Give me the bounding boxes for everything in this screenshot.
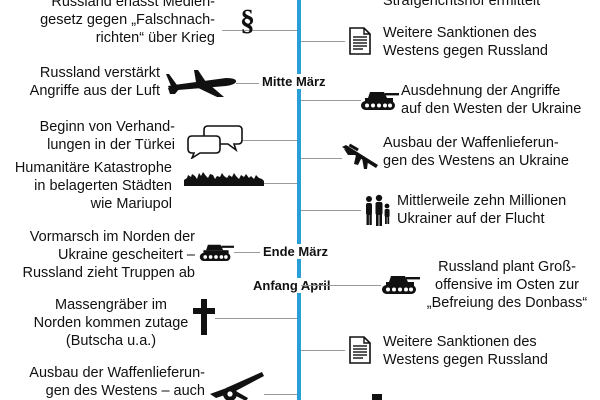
left-event-5: Massengräber im Norden kommen zutage (Bu… xyxy=(33,297,189,349)
ruined-city-icon xyxy=(184,172,264,186)
rifle-icon xyxy=(342,143,378,169)
tank-icon xyxy=(361,92,399,110)
right-event-3: Ausbau der Waffenlieferun- gen des Weste… xyxy=(383,135,569,169)
right-event-1: Weitere Sanktionen des Westens gegen Rus… xyxy=(383,25,548,59)
connector-line xyxy=(262,183,297,184)
right-event-5: Russland plant Groß- offensive im Osten … xyxy=(426,259,588,311)
left-event-2: Beginn von Verhand- lungen in der Türkei xyxy=(39,119,175,153)
connector-line xyxy=(301,210,361,211)
document-icon xyxy=(349,27,371,55)
left-event-4: Vormarsch im Norden der Ukraine gescheit… xyxy=(22,229,196,281)
document-icon xyxy=(349,336,371,364)
right-event-6: Weitere Sanktionen des Westens gegen Rus… xyxy=(383,334,548,368)
time-label-end-march: Ende März xyxy=(260,244,332,259)
time-label-early-april: Anfang April xyxy=(250,278,334,293)
connector-line xyxy=(234,252,263,253)
connector-line xyxy=(301,41,345,42)
connector-line xyxy=(264,394,297,395)
paragraph-icon: § xyxy=(240,4,255,37)
right-event-0: Strafgerichtshof ermittelt xyxy=(383,0,541,9)
airplane-icon xyxy=(166,70,237,97)
connector-line xyxy=(301,100,361,101)
refugees-icon xyxy=(366,194,390,226)
speech-bubbles-icon xyxy=(187,125,243,159)
connector-line xyxy=(215,318,297,319)
artillery-icon xyxy=(210,372,264,400)
connector-line xyxy=(222,30,297,31)
connector-line xyxy=(301,285,381,286)
connector-line xyxy=(301,158,342,159)
time-label-mid-march: Mitte März xyxy=(259,74,329,89)
right-event-2: Ausdehnung der Angriffe auf den Westen d… xyxy=(401,83,582,117)
tank-icon xyxy=(199,244,234,261)
connector-line xyxy=(301,350,345,351)
timeline-axis xyxy=(297,0,301,400)
left-event-3: Humanitäre Katastrophe in belagerten Stä… xyxy=(14,160,172,212)
tank-icon xyxy=(382,276,420,294)
cross-icon xyxy=(193,299,215,335)
connector-line xyxy=(242,140,297,141)
left-event-0: Russland erlässt Medien- gesetz gegen „F… xyxy=(40,0,215,46)
partial-icon xyxy=(372,394,382,400)
right-event-4: Mittlerweile zehn Millionen Ukrainer auf… xyxy=(397,193,567,227)
left-event-1: Russland verstärkt Angriffe aus der Luft xyxy=(29,65,160,99)
left-event-6: Ausbau der Waffenlieferun- gen des Weste… xyxy=(29,365,205,399)
